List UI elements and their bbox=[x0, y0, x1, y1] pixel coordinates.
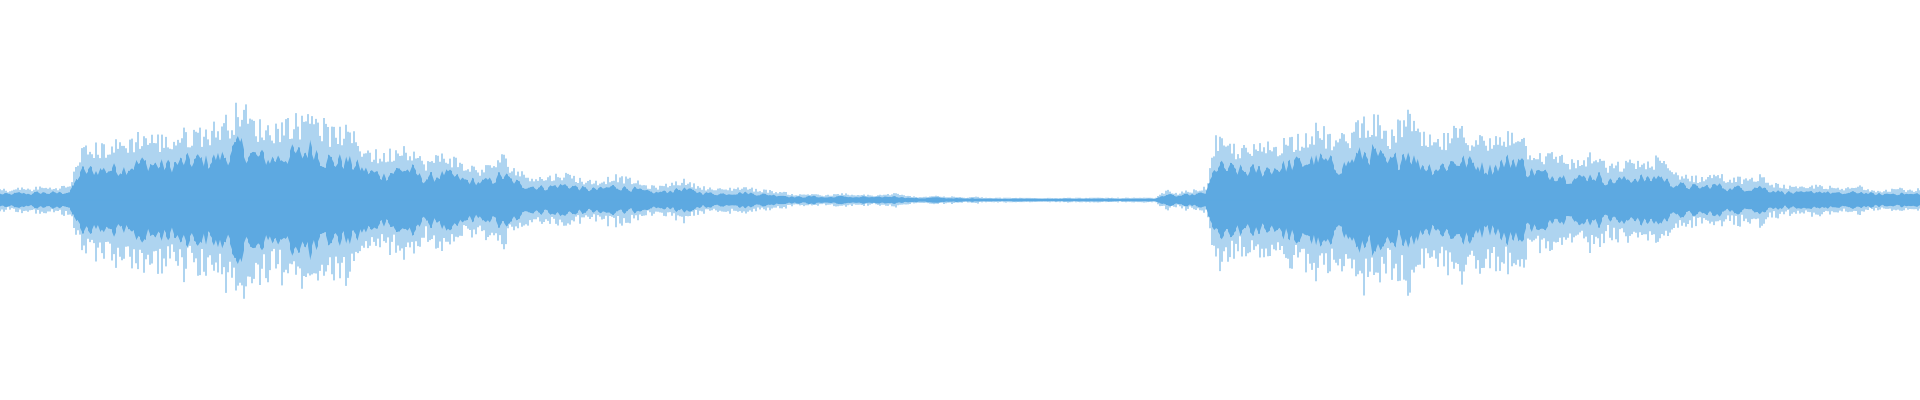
audio-waveform[interactable] bbox=[0, 0, 1920, 400]
audio-waveform-view[interactable] bbox=[0, 0, 1920, 400]
